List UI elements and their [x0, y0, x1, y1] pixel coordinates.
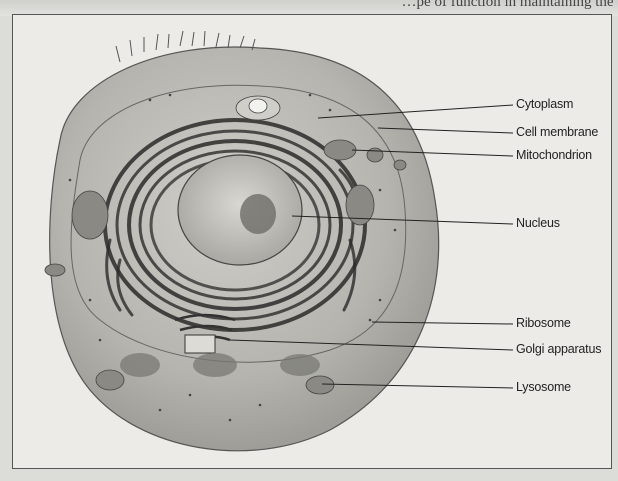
label-golgi: Golgi apparatus [516, 342, 601, 356]
lower-organelles [120, 353, 320, 377]
label-nucleus: Nucleus [516, 216, 560, 230]
nucleus [178, 155, 302, 265]
nucleolus [240, 194, 276, 234]
label-cell-membrane: Cell membrane [516, 125, 598, 139]
label-cytoplasm: Cytoplasm [516, 97, 573, 111]
label-ribosome: Ribosome [516, 316, 571, 330]
label-lysosome: Lysosome [516, 380, 571, 394]
label-mitochondrion: Mitochondrion [516, 148, 592, 162]
